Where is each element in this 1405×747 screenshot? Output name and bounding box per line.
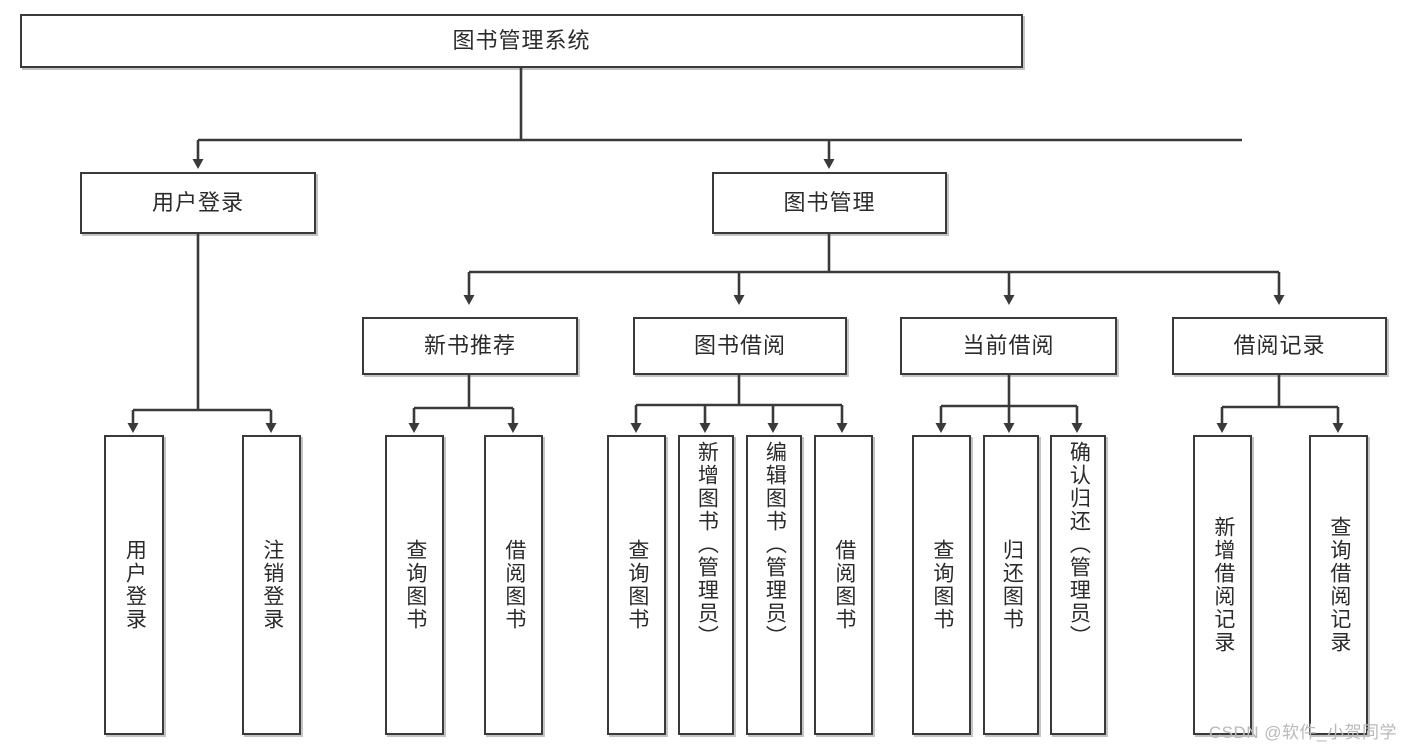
node-label: 查询图书 bbox=[930, 539, 954, 631]
node-borrow-record[interactable]: 借阅记录 bbox=[1172, 317, 1387, 375]
leaf-user-logout[interactable]: 注销登录 bbox=[242, 435, 301, 735]
watermark-text: CSDN @软件_小贺同学 bbox=[1208, 723, 1397, 742]
leaf-confirm-return-admin[interactable]: 确认归还（管理员） bbox=[1050, 435, 1106, 735]
node-label: 查询图书 bbox=[403, 539, 427, 631]
node-label: 编辑图书（管理员） bbox=[763, 441, 787, 648]
node-label: 新增借阅记录 bbox=[1211, 516, 1235, 654]
leaf-add-book-admin[interactable]: 新增图书（管理员） bbox=[678, 435, 734, 735]
node-book-management[interactable]: 图书管理 bbox=[712, 172, 947, 234]
leaf-query-book-recommend[interactable]: 查询图书 bbox=[385, 435, 444, 735]
node-user-login[interactable]: 用户登录 bbox=[80, 172, 316, 234]
leaf-return-book[interactable]: 归还图书 bbox=[983, 435, 1039, 735]
node-label: 用户登录 bbox=[151, 189, 244, 215]
node-label: 查询图书 bbox=[625, 539, 649, 631]
node-root-system[interactable]: 图书管理系统 bbox=[20, 14, 1023, 68]
leaf-borrow-book-recommend[interactable]: 借阅图书 bbox=[484, 435, 543, 735]
node-label: 图书借阅 bbox=[693, 332, 786, 358]
leaf-user-login[interactable]: 用户登录 bbox=[104, 435, 164, 735]
leaf-query-borrow-record[interactable]: 查询借阅记录 bbox=[1309, 435, 1368, 735]
leaf-add-borrow-record[interactable]: 新增借阅记录 bbox=[1193, 435, 1252, 735]
node-label: 借阅图书 bbox=[502, 539, 526, 631]
leaf-query-book-borrow[interactable]: 查询图书 bbox=[607, 435, 666, 735]
node-book-borrow[interactable]: 图书借阅 bbox=[633, 317, 847, 375]
node-label: 用户登录 bbox=[123, 539, 147, 631]
node-new-book-recommend[interactable]: 新书推荐 bbox=[362, 317, 578, 375]
node-label: 查询借阅记录 bbox=[1327, 516, 1351, 654]
node-label: 借阅图书 bbox=[832, 539, 856, 631]
leaf-query-book-current[interactable]: 查询图书 bbox=[912, 435, 971, 735]
leaf-borrow-book[interactable]: 借阅图书 bbox=[814, 435, 873, 735]
leaf-edit-book-admin[interactable]: 编辑图书（管理员） bbox=[746, 435, 802, 735]
node-label: 图书管理 bbox=[783, 189, 876, 215]
node-label: 新增图书（管理员） bbox=[695, 441, 719, 648]
node-label: 新书推荐 bbox=[423, 332, 516, 358]
node-label: 注销登录 bbox=[260, 539, 284, 631]
node-label: 借阅记录 bbox=[1233, 332, 1326, 358]
node-current-borrow[interactable]: 当前借阅 bbox=[900, 317, 1117, 375]
node-label: 确认归还（管理员） bbox=[1067, 441, 1091, 648]
node-label: 当前借阅 bbox=[962, 332, 1055, 358]
node-label: 归还图书 bbox=[1000, 539, 1024, 631]
node-label: 图书管理系统 bbox=[452, 27, 591, 53]
